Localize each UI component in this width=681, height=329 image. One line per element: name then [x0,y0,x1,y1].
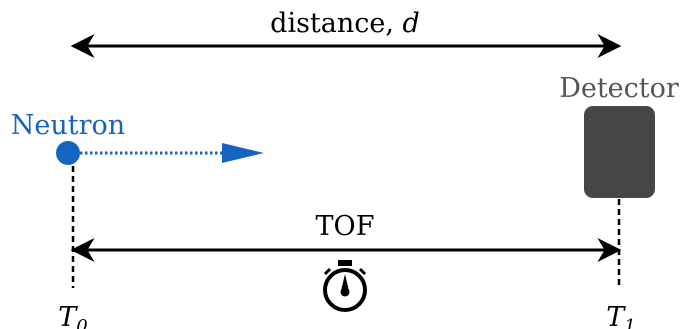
distance-label: distance, d [270,8,420,39]
detector-label: Detector [559,73,679,104]
neutron-dot [56,141,80,165]
t0-label: T0 [58,302,87,329]
t1-label: T1 [606,302,635,329]
neutron-arrowhead-icon [222,143,264,163]
neutron-label: Neutron [11,110,125,141]
stopwatch-icon [323,260,367,312]
tof-label: TOF [316,211,375,242]
detector-box [584,106,655,198]
